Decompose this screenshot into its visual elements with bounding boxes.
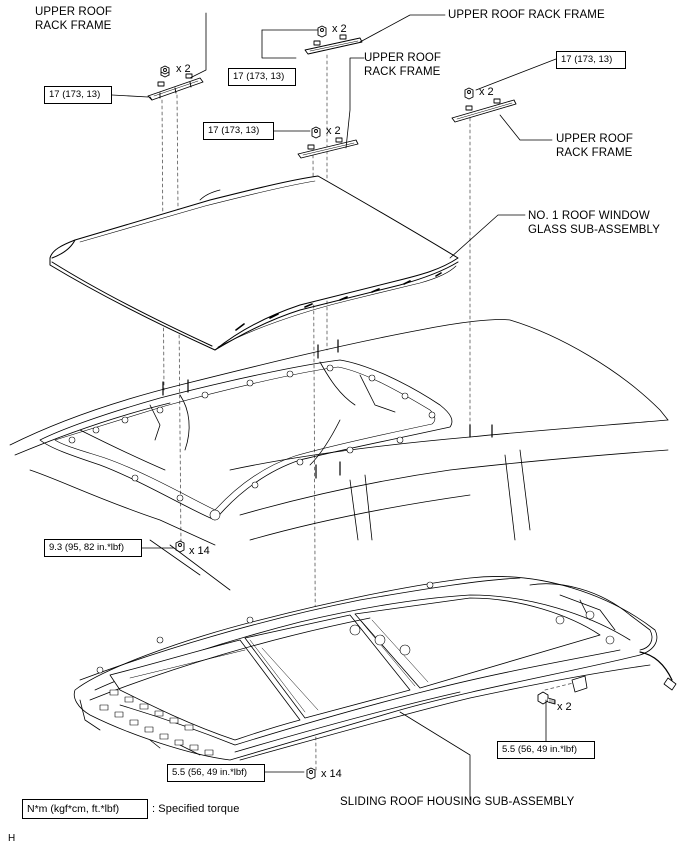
qty-rack-right: x 2 (479, 86, 494, 98)
rack-frame-center-mid (297, 137, 359, 159)
qty-housing-nuts: x 14 (321, 768, 342, 780)
nut-icon (317, 25, 327, 38)
qty-rack-center-mid: x 2 (326, 125, 341, 137)
label-upper-roof-rack-frame-top-right: UPPER ROOF RACK FRAME (448, 9, 605, 21)
bolt-icon (537, 691, 556, 705)
legend-torque-unit-box: N*m (kgf*cm, ft.*lbf) (22, 799, 148, 819)
nut-icon (306, 767, 316, 780)
legend-description: : Specified torque (152, 803, 240, 815)
label-roof-window-glass: NO. 1 ROOF WINDOW GLASS SUB-ASSEMBLY (528, 210, 660, 236)
label-upper-roof-rack-frame-right: UPPER ROOF RACK FRAME (556, 133, 634, 159)
figure-code: H (8, 833, 16, 844)
qty-housing-bolt: x 2 (557, 701, 572, 713)
label-sliding-roof-housing: SLIDING ROOF HOUSING SUB-ASSEMBLY (340, 796, 575, 808)
qty-roof-nuts: x 14 (189, 545, 210, 557)
torque-box-rack-left: 17 (173, 13) (44, 86, 112, 104)
torque-box-rack-center-top: 17 (173, 13) (228, 68, 296, 86)
torque-box-roof-nuts: 9.3 (95, 82 in.*lbf) (44, 539, 142, 557)
qty-rack-center-top: x 2 (332, 23, 347, 35)
nut-icons (160, 25, 474, 780)
torque-box-housing-nuts: 5.5 (56, 49 in.*lbf) (167, 764, 265, 782)
label-upper-roof-rack-frame-left: UPPER ROOF RACK FRAME (35, 6, 113, 32)
nut-icon (464, 87, 474, 100)
nut-icon (311, 126, 321, 139)
torque-box-rack-center-mid: 17 (173, 13) (203, 122, 274, 140)
rack-frame-right (451, 98, 517, 123)
nut-icon (160, 65, 170, 78)
label-upper-roof-rack-frame-mid: UPPER ROOF RACK FRAME (364, 52, 442, 78)
torque-box-rack-right: 17 (173, 13) (556, 51, 626, 69)
torque-box-housing-bolt: 5.5 (56, 49 in.*lbf) (497, 741, 595, 759)
rack-frame-left (147, 73, 204, 101)
leader-lines (111, 12, 557, 801)
vehicle-body (9, 319, 669, 591)
sliding-roof-housing (73, 576, 677, 761)
qty-rack-left: x 2 (176, 63, 191, 75)
roof-window-glass (49, 175, 459, 351)
rack-frame-center-top (304, 34, 363, 55)
